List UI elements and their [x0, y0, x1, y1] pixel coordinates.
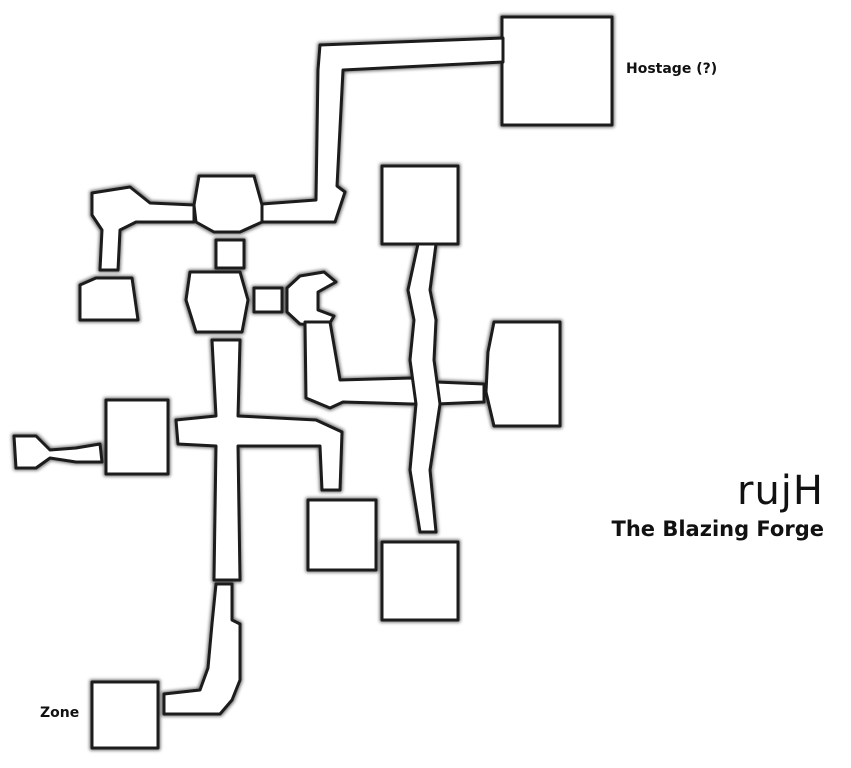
room-west-antechamber	[12, 434, 104, 470]
corridor-main-vertical	[174, 338, 344, 582]
room-east	[484, 320, 562, 428]
dungeon-name: The Blazing Forge	[611, 517, 824, 541]
dungeon-code: rujH	[737, 468, 824, 514]
room-central	[184, 270, 250, 334]
room-north-junction	[192, 174, 264, 234]
corridor-south	[162, 582, 242, 716]
room-west-small	[78, 276, 140, 322]
corridor-vertical-east	[406, 242, 442, 534]
hostage-label: Hostage (?)	[626, 61, 718, 77]
zone-label: Zone	[40, 705, 80, 721]
room-zone	[90, 680, 160, 750]
corridor-east	[303, 320, 486, 410]
corridor-west-arm	[90, 185, 196, 272]
room-southeast	[380, 540, 460, 622]
room-side-chamber	[252, 286, 284, 314]
corridor-north	[260, 36, 505, 224]
room-c-shaped	[285, 270, 338, 328]
room-connector	[214, 238, 246, 270]
room-south-middle	[306, 498, 378, 572]
room-west	[104, 398, 170, 476]
room-hostage	[500, 15, 614, 127]
room-northeast	[380, 164, 460, 246]
